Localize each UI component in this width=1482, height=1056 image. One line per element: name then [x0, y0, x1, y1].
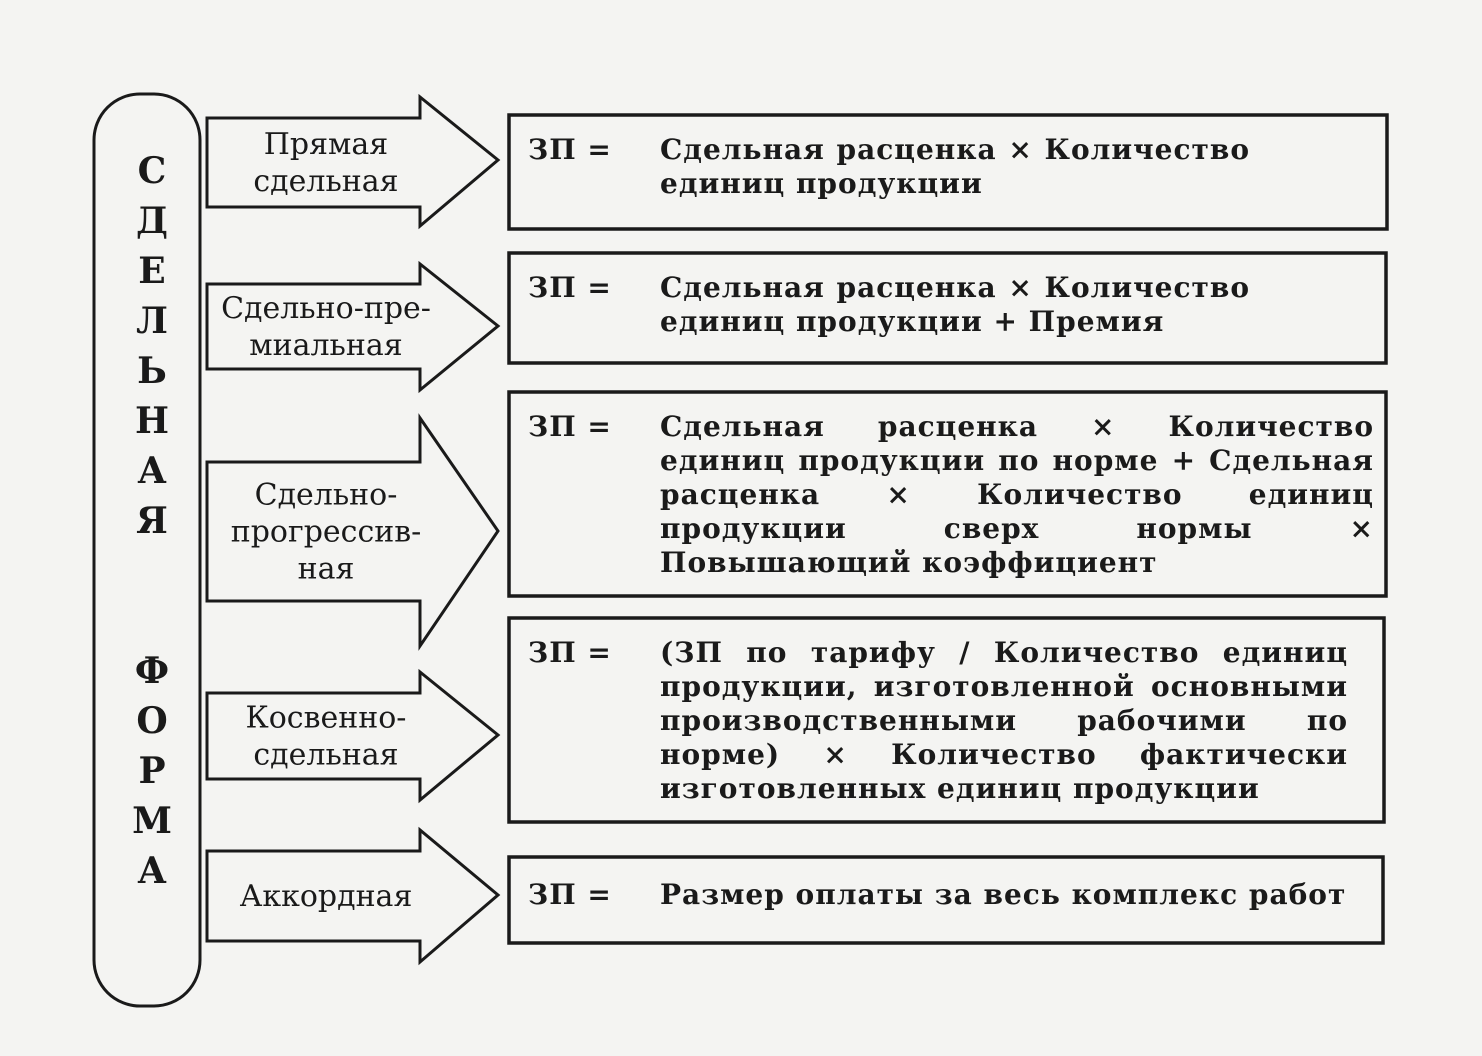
formula-box [507, 113, 1389, 231]
vertical-title-letter: А [137, 450, 166, 492]
vertical-title-letter: О [136, 700, 167, 742]
arrow-label: миальная [249, 328, 402, 363]
formula-rhs: Сдельная расценка × Количество единиц пр… [660, 410, 1374, 579]
arrow-shape [205, 413, 500, 651]
vertical-title-letter: С [138, 150, 167, 192]
formula-lhs: ЗП = [528, 133, 612, 166]
formula-rhs: Размер оплаты за весь комплекс работ [660, 878, 1347, 911]
vertical-title-letter: А [137, 850, 166, 892]
arrow-label: Аккордная [240, 879, 413, 914]
arrow-shape [205, 260, 501, 394]
arrow-label: Сдельно- [255, 478, 398, 513]
vertical-title-letter: Н [135, 400, 169, 442]
vertical-title-letter: М [132, 800, 172, 842]
formula-rhs: Сдельная расценка × Количество единиц пр… [660, 133, 1250, 200]
formula-box [507, 251, 1388, 365]
formula-box [507, 616, 1386, 824]
vertical-title-letter: Ф [135, 650, 169, 692]
vertical-title-letter: Л [136, 300, 168, 342]
arrow-label: ная [298, 552, 355, 587]
arrow-label: Сдельно-пре- [221, 291, 431, 326]
arrow-shape [205, 826, 501, 966]
arrow-label: прогрессив- [231, 515, 422, 550]
arrows-group: ПрямаясдельнаяСдельно-пре-миальнаяСдельн… [205, 93, 501, 966]
vertical-title-letter: Р [138, 750, 165, 792]
formula-box [507, 390, 1388, 598]
formula-rhs: Сдельная расценка × Количество единиц пр… [660, 271, 1250, 338]
vertical-title-letter: Е [138, 250, 165, 292]
formula-boxes-group [507, 113, 1389, 945]
vertical-title-letter: Д [136, 200, 168, 242]
formula-lhs: ЗП = [528, 878, 612, 911]
formula-lhs: ЗП = [528, 410, 612, 443]
arrow-label: Косвенно- [246, 701, 407, 736]
arrow-label: сдельная [253, 738, 398, 773]
vertical-title-box [92, 92, 202, 1008]
arrow-shape [205, 93, 501, 230]
formula-rhs: (ЗП по тарифу / Количество единиц продук… [660, 636, 1348, 805]
formula-lhs: ЗП = [528, 636, 612, 669]
arrow-label: Прямая [264, 127, 388, 162]
formula-box [507, 855, 1385, 945]
arrow-label: сдельная [253, 164, 398, 199]
arrow-shape [205, 668, 501, 804]
vertical-title-letter: Я [136, 500, 168, 542]
vertical-title-letter: Ь [137, 350, 167, 392]
formula-lhs: ЗП = [528, 271, 612, 304]
